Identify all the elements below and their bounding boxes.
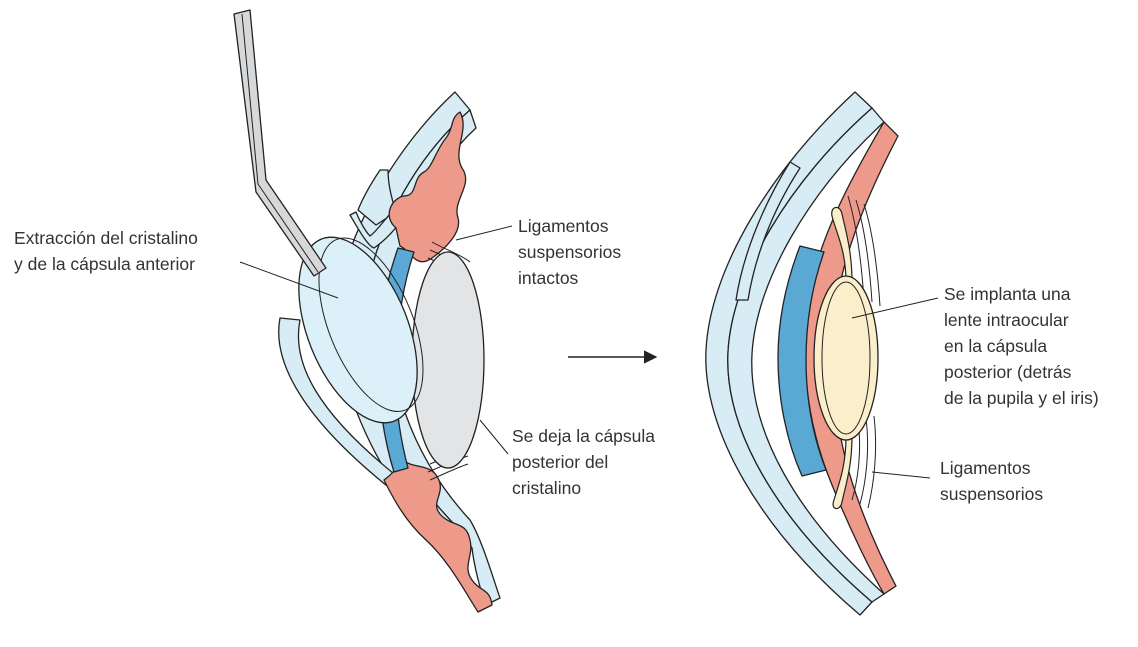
surgical-instrument xyxy=(234,10,326,276)
before-panel: Extracción del cristalino y de la cápsul… xyxy=(14,10,660,612)
label-iol-implant-line4: posterior (detrás xyxy=(944,362,1072,382)
label-intact-ligaments-line3: intactos xyxy=(518,268,579,288)
label-intact-ligaments-line1: Ligamentos xyxy=(518,216,609,236)
label-suspensory-ligaments-line2: suspensorios xyxy=(940,484,1043,504)
label-posterior-capsule-line2: posterior del xyxy=(512,452,608,472)
label-intact-ligaments: Ligamentos suspensorios intactos xyxy=(518,216,626,288)
label-iol-implant-line1: Se implanta una xyxy=(944,284,1071,304)
label-lens-removal-line1: Extracción del cristalino xyxy=(14,228,198,248)
label-suspensory-ligaments: Ligamentos suspensorios xyxy=(940,458,1043,504)
label-iol-implant-line3: en la cápsula xyxy=(944,336,1047,356)
intraocular-lens xyxy=(814,276,878,440)
label-iol-implant-line2: lente intraocular xyxy=(944,310,1069,330)
label-posterior-capsule-line3: cristalino xyxy=(512,478,581,498)
label-iol-implant: Se implanta una lente intraocular en la … xyxy=(944,284,1099,408)
label-posterior-capsule-line1: Se deja la cápsula xyxy=(512,426,655,446)
label-iol-implant-line5: de la pupila y el iris) xyxy=(944,388,1099,408)
label-intact-ligaments-line2: suspensorios xyxy=(518,242,621,262)
after-panel: Se implanta una lente intraocular en la … xyxy=(706,92,1099,615)
label-lens-removal: Extracción del cristalino y de la cápsul… xyxy=(14,228,203,274)
label-lens-removal-line2: y de la cápsula anterior xyxy=(14,254,195,274)
label-suspensory-ligaments-line1: Ligamentos xyxy=(940,458,1031,478)
label-posterior-capsule: Se deja la cápsula posterior del cristal… xyxy=(512,426,660,498)
